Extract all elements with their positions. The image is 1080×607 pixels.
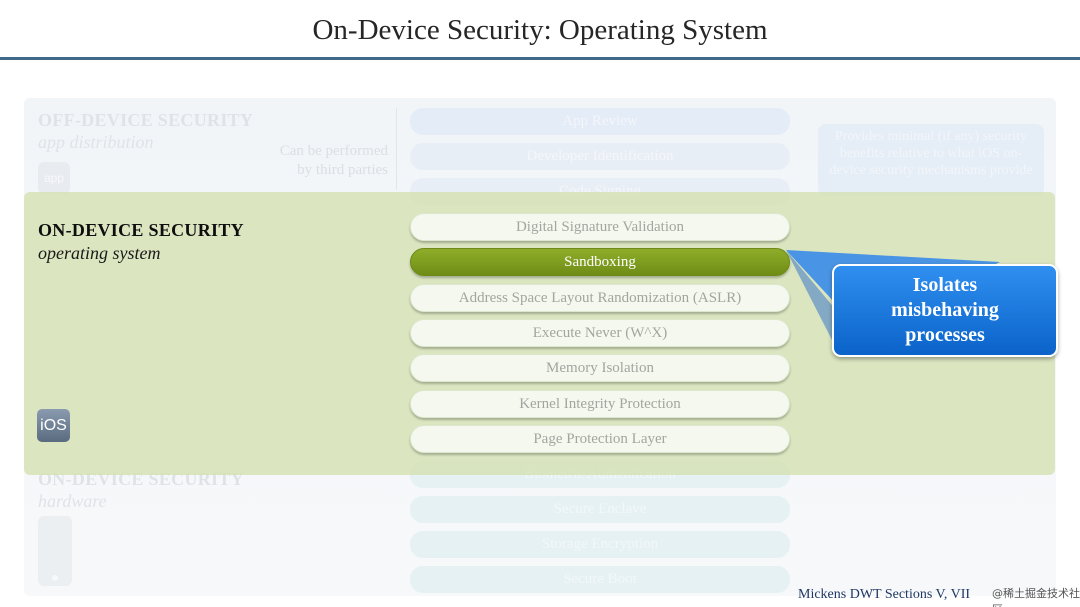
faded-divider xyxy=(396,108,397,190)
faded-callout: Provides minimal (if any) security benef… xyxy=(818,124,1044,196)
title-rule xyxy=(0,57,1080,60)
pill-secure-enclave: Secure Enclave xyxy=(410,496,790,523)
pill-digital-signature-validation: Digital Signature Validation xyxy=(410,213,790,241)
off-device-subtitle: app distribution xyxy=(38,132,154,152)
pill-sandboxing: Sandboxing xyxy=(410,248,790,276)
os-section-title: ON-DEVICE SECURITY xyxy=(38,220,244,240)
slide-title: On-Device Security: Operating System xyxy=(312,14,768,46)
watermark: @稀土掘金技术社区 xyxy=(992,587,1080,607)
pill-storage-encryption: Storage Encryption xyxy=(410,531,790,558)
app-store-icon: app xyxy=(38,162,70,194)
pill-aslr: Address Space Layout Randomization (ASLR… xyxy=(410,284,790,312)
footer-citation: Mickens DWT Sections V, VII xyxy=(798,587,971,602)
off-device-title: OFF-DEVICE SECURITY xyxy=(38,110,254,130)
pill-kernel-integrity-protection: Kernel Integrity Protection xyxy=(410,390,790,418)
off-device-note: Can be performed by third parties xyxy=(279,143,388,178)
sandboxing-callout: Isolates misbehaving processes xyxy=(832,264,1058,357)
pill-page-protection-layer: Page Protection Layer xyxy=(410,425,790,453)
os-section-subtitle: operating system xyxy=(38,243,161,263)
pill-execute-never: Execute Never (W^X) xyxy=(410,319,790,347)
pill-secure-boot: Secure Boot xyxy=(410,566,790,593)
phone-icon xyxy=(38,516,72,586)
ios-icon: iOS xyxy=(37,409,70,442)
pill-app-review: App Review xyxy=(410,108,790,135)
pill-developer-identification: Developer Identification xyxy=(410,143,790,170)
pill-memory-isolation: Memory Isolation xyxy=(410,354,790,382)
hardware-subtitle: hardware xyxy=(38,491,107,511)
